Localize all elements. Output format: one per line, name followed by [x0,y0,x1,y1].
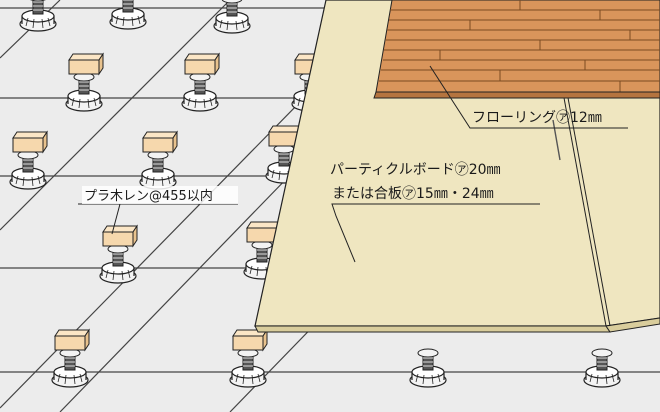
flooring-planks [373,0,660,99]
particleboard-label-line2: または合板㋐15㎜・24㎜ [332,186,494,202]
particleboard-label-line1: パーティクルボード㋐20㎜ [330,162,501,178]
support-label-bg [82,186,238,204]
flooring-label: フローリング㋐12㎜ [472,110,602,126]
support-label: プラ木レン@455以内 [84,188,213,204]
